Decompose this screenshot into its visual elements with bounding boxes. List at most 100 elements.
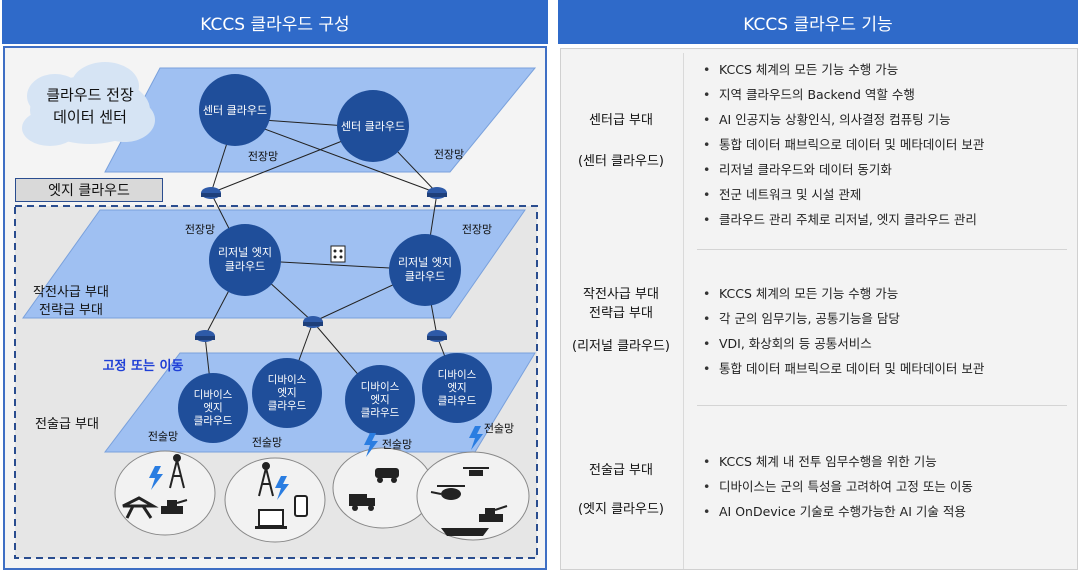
datacenter-label-line1: 클라우드 전장 (46, 86, 134, 104)
regional-cloud-label: 클라우드 (225, 260, 265, 273)
list-item: 리저널 클라우드와 데이터 동기화 (697, 157, 1067, 182)
car-icon (375, 468, 399, 483)
device-cloud-label: 클라우드 (268, 400, 307, 412)
lightning-icon (364, 433, 378, 457)
switch-icon (330, 245, 346, 263)
truck-icon (349, 494, 375, 511)
fighter-jet-icon (122, 496, 159, 519)
device-cloud-label: 클라우드 (438, 395, 477, 407)
wan-label: 전장망 (248, 150, 278, 163)
unit-cloud-type: (센터 클라우드) (577, 154, 665, 169)
regional-function-list: KCCS 체계의 모든 기능 수행 가능 각 군의 임무기능, 공통기능을 담당… (697, 281, 1067, 381)
edge-cloud-title: 엣지 클라우드 (15, 178, 163, 202)
lightning-icon (149, 466, 163, 490)
device-edge-cloud-node (252, 358, 322, 428)
list-item: 클라우드 관리 주체로 리저널, 엣지 클라우드 관리 (697, 207, 1067, 232)
unit-name: 전략급 부대 (589, 306, 653, 321)
regional-edge-cloud-node (209, 224, 281, 296)
wan-label: 전장망 (434, 148, 464, 161)
router-icon (427, 330, 447, 342)
unit-cloud-type: (리저널 클라우드) (572, 339, 670, 354)
device-group (114, 450, 216, 536)
device-cloud-label: 디바이스 (361, 381, 400, 393)
list-item: 디바이스는 군의 특성을 고려하여 고정 또는 이동 (697, 474, 1067, 499)
datacenter-label-line2: 데이터 센터 (53, 108, 127, 126)
tactical-unit-label: 전술급 부대 (35, 417, 99, 432)
section-divider (697, 249, 1067, 250)
drone-icon (463, 467, 489, 476)
device-group (224, 457, 326, 543)
device-cloud-label: 디바이스 (194, 389, 233, 401)
datacenter-cloud-icon (22, 62, 155, 146)
router-icon (195, 330, 215, 342)
tank-icon (161, 499, 188, 514)
list-item: 통합 데이터 패브릭으로 데이터 및 메타데이터 보관 (697, 356, 1067, 381)
lightning-icon (469, 426, 483, 450)
list-item: KCCS 체계 내 전투 임무수행을 위한 기능 (697, 449, 1067, 474)
datacenter-plane (104, 67, 537, 173)
helicopter-icon (430, 485, 465, 500)
device-edge-cloud-node (178, 373, 248, 443)
device-cloud-label: 엣지 (370, 394, 389, 406)
unit-cloud-type: (엣지 클라우드) (577, 502, 665, 517)
fixed-or-mobile-label: 고정 또는 이동 (103, 358, 184, 374)
list-item: 통합 데이터 패브릭으로 데이터 및 메타데이터 보관 (697, 132, 1067, 157)
lightning-icon (275, 476, 289, 500)
device-cloud-label: 엣지 (277, 387, 296, 399)
regional-cloud-label: 리저널 엣지 (398, 256, 452, 269)
unit-name: 센터급 부대 (589, 113, 653, 128)
center-cloud-label: 센터 클라우드 (341, 120, 405, 133)
router-icon (303, 316, 323, 328)
tactical-unit-label-right: 전술급 부대 (엣지 클라우드) (561, 461, 681, 519)
unit-name: 작전사급 부대 (583, 287, 659, 302)
tank-icon (479, 505, 508, 522)
tactical-function-list: KCCS 체계 내 전투 임무수행을 위한 기능 디바이스는 군의 특성을 고려… (697, 449, 1067, 524)
left-header: KCCS 클라우드 구성 (2, 0, 548, 44)
laptop-icon (255, 509, 287, 529)
op-unit-label-line2: 전략급 부대 (39, 303, 103, 318)
tactical-network-label: 전술망 (148, 430, 178, 443)
list-item: 지역 클라우드의 Backend 역할 수행 (697, 82, 1067, 107)
ship-icon (441, 528, 489, 536)
device-edge-cloud-node (345, 365, 415, 435)
device-edge-cloud-node (422, 353, 492, 423)
right-header: KCCS 클라우드 기능 (558, 0, 1078, 44)
unit-name: 전술급 부대 (589, 463, 653, 478)
op-unit-label-line1: 작전사급 부대 (33, 285, 109, 300)
smartphone-icon (294, 495, 308, 517)
column-divider (683, 53, 684, 569)
device-cloud-label: 디바이스 (438, 369, 477, 381)
device-group (416, 451, 530, 541)
wan-label: 전장망 (462, 223, 492, 236)
tactical-network-label: 전술망 (252, 436, 282, 449)
list-item: 각 군의 임무기능, 공통기능을 담당 (697, 306, 1067, 331)
list-item: 전군 네트워크 및 시설 관제 (697, 182, 1067, 207)
center-cloud-label: 센터 클라우드 (203, 104, 267, 117)
functions-panel: 센터급 부대 (센터 클라우드) KCCS 체계의 모든 기능 수행 가능 지역… (560, 48, 1078, 570)
regional-edge-cloud-node (389, 234, 461, 306)
center-cloud-node (337, 90, 409, 162)
center-unit-label: 센터급 부대 (센터 클라우드) (561, 111, 681, 171)
antenna-icon (258, 462, 274, 497)
device-cloud-label: 엣지 (203, 402, 222, 414)
router-icon (201, 187, 221, 199)
device-cloud-label: 클라우드 (194, 415, 233, 427)
list-item: AI OnDevice 기술로 수행가능한 AI 기술 적용 (697, 499, 1067, 524)
antenna-icon (169, 454, 185, 489)
list-item: VDI, 화상회의 등 공통서비스 (697, 331, 1067, 356)
center-cloud-node (199, 74, 271, 146)
device-cloud-label: 엣지 (447, 382, 466, 394)
regional-unit-label: 작전사급 부대 전략급 부대 (리저널 클라우드) (561, 285, 681, 356)
wan-label: 전장망 (185, 223, 215, 236)
section-divider (697, 405, 1067, 406)
router-icons (195, 187, 447, 342)
device-cloud-label: 클라우드 (361, 407, 400, 419)
device-cloud-label: 디바이스 (268, 374, 307, 386)
center-function-list: KCCS 체계의 모든 기능 수행 가능 지역 클라우드의 Backend 역할… (697, 57, 1067, 232)
architecture-svg: 클라우드 전장 데이터 센터 센터 클라우드 센터 클라우드 전장망 전장망 전… (14, 62, 538, 559)
tactical-network-label: 전술망 (484, 422, 514, 435)
regional-cloud-label: 클라우드 (405, 270, 445, 283)
router-icon (427, 187, 447, 199)
list-item: KCCS 체계의 모든 기능 수행 가능 (697, 281, 1067, 306)
tactical-network-label: 전술망 (382, 438, 412, 451)
